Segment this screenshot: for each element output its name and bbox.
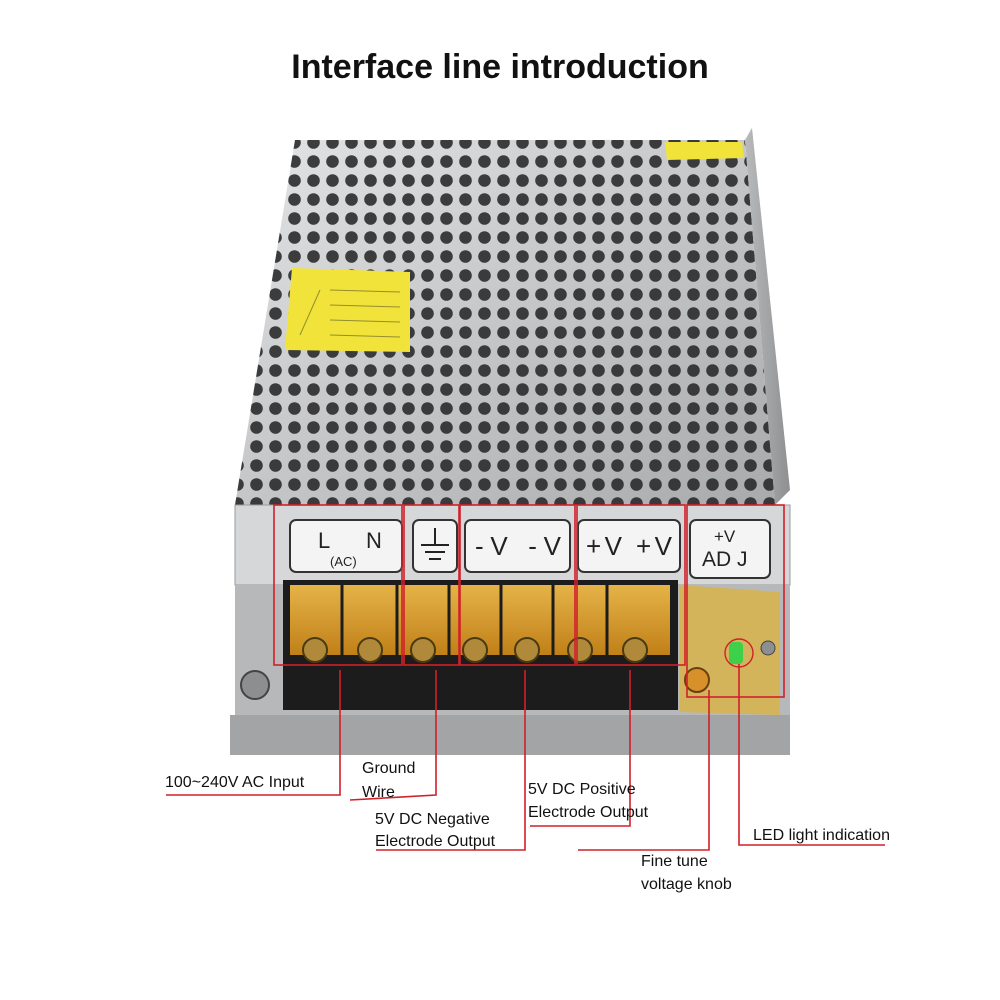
housing-right-side: [745, 128, 790, 505]
callout-knob-line2: voltage knob: [641, 876, 732, 893]
terminal-label-adj: AD J: [702, 548, 748, 571]
callout-positive-line2: Electrode Output: [528, 804, 649, 821]
callout-led: LED light indication: [753, 827, 890, 844]
terminal-label-l: L: [318, 528, 330, 553]
terminal-label-positive: +V +V: [586, 531, 673, 561]
terminal-label-adj-top: +V: [714, 527, 736, 546]
led-indicator: [729, 642, 743, 664]
callout-positive-line1: 5V DC Positive: [528, 781, 636, 798]
voltage-knob: [684, 667, 710, 693]
mounting-screw: [240, 670, 270, 700]
page-title: Interface line introduction: [291, 48, 709, 86]
terminal-label-ac: (AC): [330, 554, 357, 569]
spec-label: [285, 268, 410, 352]
terminal-label-n: N: [366, 528, 382, 553]
callout-ground-line2: Wire: [362, 784, 395, 801]
callout-ac-input: 100~240V AC Input: [165, 774, 305, 791]
callout-negative-line2: Electrode Output: [375, 833, 496, 850]
callout-knob-line1: Fine tune: [641, 853, 708, 870]
callout-negative-line1: 5V DC Negative: [375, 811, 490, 828]
callout-ground-line1: Ground: [362, 760, 416, 777]
warning-sticker: [665, 142, 744, 160]
